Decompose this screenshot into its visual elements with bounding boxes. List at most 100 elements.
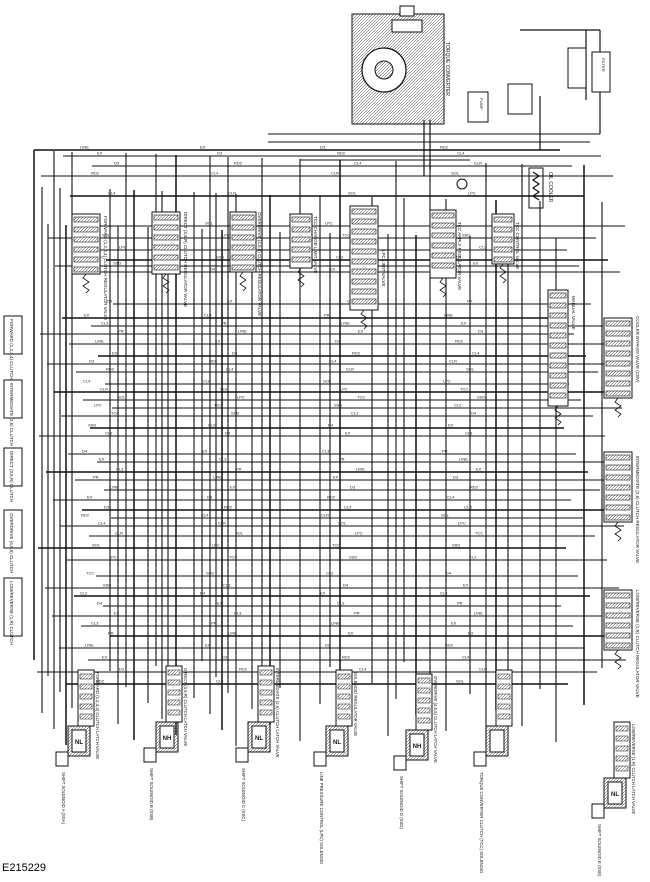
line-code: CL2 [326,571,334,576]
line-code: D4 [328,423,334,428]
tcc-charge-label: TCC CHARGE LIMIT VALVE [313,216,318,274]
line-code: EX [97,151,103,156]
line-code: CL3 [101,321,109,326]
line-code: D4 [446,571,452,576]
line-code: RD2 [209,359,218,364]
line-code: SOL [338,521,347,526]
line-code: D4 [456,255,462,260]
clutch-box: DIRECT (3,5,R) CLUTCH [3,447,23,502]
line-code: PR [108,631,114,636]
line-code: RD2 [81,513,90,518]
low-reverse-clutch-regulator-valve [603,589,633,670]
cooler-bypass-valve [603,317,633,418]
oil-cooler-label: OIL COOLER [547,172,553,203]
pump-label: PUMP [479,98,484,110]
line-code: SOL [235,531,244,536]
solenoid-label: TORQUE CONVERTER CLUTCH (TCC) SOLENOID [479,772,484,873]
solenoid-type: NL [75,740,83,746]
low-reverse-reg-label: LOW/REVERSE (1,R) CLUTCH REGULATOR VALVE [635,590,640,698]
clutch-label: INTERMEDIATE (2,6) CLUTCH [9,383,14,446]
line-code: CL2 [105,431,113,436]
line-code: D3 [350,485,356,490]
latch-valve-label: LOW/REVERSE (1,R) CLUTCH LATCH VALVE [631,724,636,814]
clutch-box: LOW/REVERSE (1,R) CLUTCH [3,577,23,645]
line-code: CLR [331,171,339,176]
line-code: EX [448,423,454,428]
line-code: SSD [462,233,470,238]
tcc-apply-label: TCC APPLY REGULATOR VALVE [457,222,462,290]
line-code: CL4 [98,521,106,526]
line-code: SOL [456,679,465,684]
line-code: PR [442,449,448,454]
line-code: CL3 [337,601,345,606]
line-code: LPC [222,233,230,238]
line-code: LPC [468,191,476,196]
torque-converter: TORQUE CONVERTER [351,5,450,125]
latch-valve-label: OVERDRIVE (4,5,6) CLUTCH LATCH VALVE [433,676,438,763]
line-code: EX [451,621,457,626]
line-code: D3 [222,655,228,660]
latch-valve-label: INTERMEDIATE (2,6) CLUTCH LATCH VALVE [275,668,280,758]
line-code: CL2 [208,423,216,428]
oil-cooler: OIL COOLER [528,167,553,209]
manual-valve [547,289,569,426]
line-code: SOL [220,387,229,392]
line-code: CLR [100,387,108,392]
latch-valve-label: SOLENOID REGULATOR VALVE [353,672,358,736]
line-code: EX [200,145,206,150]
upper-valve-group [71,205,515,330]
line-code: EX [345,431,351,436]
line-code: RD2 [470,485,479,490]
line-code: D4 [343,583,349,588]
tcc-charge-limit-valve [289,213,313,288]
line-code: LINE [110,485,119,490]
line-code: EX [205,643,211,648]
line-code: RD2 [234,161,243,166]
line-code: D3 [325,643,331,648]
line-code: RD2 [352,351,361,356]
line-code: LPC [212,543,220,548]
line-code: SSD [103,583,111,588]
line-code: EX [461,321,467,326]
line-code: LINE [213,475,222,480]
line-code: CL3 [91,621,99,626]
line-code: TCC [229,555,237,560]
line-code: CL4 [457,151,465,156]
line-code: EX [84,313,90,318]
line-code: LINE [95,339,104,344]
line-code: CL4 [354,161,362,166]
line-code: TCC [342,233,350,238]
line-code: SOL [466,367,475,372]
solenoid-label: LINE PRESSURE CONTROL (LPC) SOLENOID [319,772,324,864]
forward-reg-label: FORWARD (1,2,3,4) CLUTCH REGULATOR VALVE [103,216,108,320]
line-code: SSD [113,261,121,266]
line-code: TCC [475,531,483,536]
solenoid-label: SHIFT SOLENOID A (SSA) [61,772,66,825]
line-code: D3 [468,631,474,636]
line-code: TCC [460,387,468,392]
line-code: PR [467,299,473,304]
line-code: CLR [321,513,329,518]
line-code: LINE [238,329,247,334]
line-code: RD2 [96,679,105,684]
line-code: D4 [210,267,216,272]
line-code: D4 [200,591,206,596]
line-code: CLR [115,531,123,536]
solenoid-label: SHIFT SOLENOID B (SSB) [149,768,154,821]
line-code: PR [236,467,242,472]
line-code: RD2 [91,171,100,176]
line-code: D3 [320,145,326,150]
line-code: PR [221,321,227,326]
solenoid-type: NH [163,736,172,742]
line-code: EX [112,351,118,356]
line-code: LINE [341,321,350,326]
forward-clutch-regulator-valve [71,213,101,294]
line-code: SOL [102,233,111,238]
clutch-box: FORWARD (1,2,3,4) CLUTCH [3,315,23,380]
line-code: LPC [458,521,466,526]
line-code: D4 [97,601,103,606]
line-code: D4 [82,449,88,454]
